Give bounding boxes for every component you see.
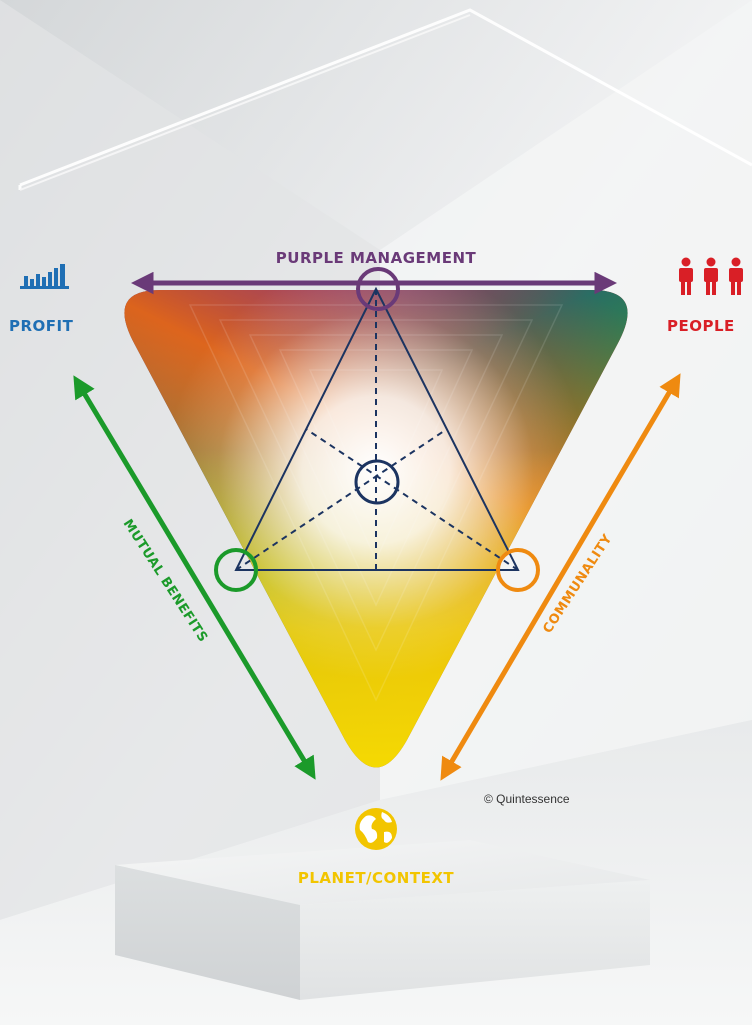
planet-context-label: PLANET/CONTEXT bbox=[297, 869, 455, 887]
copyright-text: © Quintessence bbox=[484, 792, 570, 806]
people-group-icon bbox=[679, 257, 743, 295]
bar-chart-icon bbox=[20, 264, 69, 289]
mutual-benefits-arrow bbox=[73, 375, 316, 780]
profit-label: PROFIT bbox=[9, 317, 74, 335]
center-circle bbox=[354, 459, 400, 505]
people-label: PEOPLE bbox=[667, 317, 735, 335]
pedestal bbox=[115, 840, 650, 1000]
communality-arrow bbox=[440, 373, 681, 781]
globe-icon bbox=[355, 808, 397, 850]
ceiling-light-frame bbox=[18, 8, 752, 191]
purple-management-label: PURPLE MANAGEMENT bbox=[275, 249, 477, 267]
